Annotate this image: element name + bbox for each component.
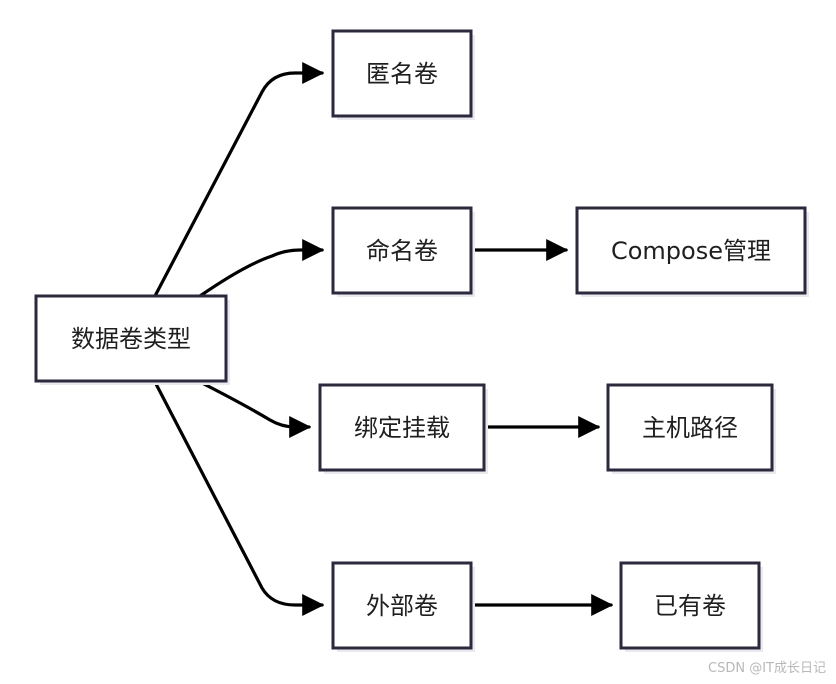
edge-root-named bbox=[198, 239, 325, 298]
node-external: 外部卷 bbox=[331, 561, 475, 652]
node-compose: Compose管理 bbox=[575, 206, 809, 297]
node-host-path: 主机路径 bbox=[606, 383, 776, 474]
edge-root-bind bbox=[198, 380, 312, 438]
node-root: 数据卷类型 bbox=[34, 294, 230, 385]
node-host-path-label: 主机路径 bbox=[642, 414, 738, 442]
node-bind: 绑定挂载 bbox=[318, 383, 488, 474]
edge-root-external bbox=[153, 380, 325, 616]
edge-root-anonymous bbox=[153, 62, 325, 298]
node-named-label: 命名卷 bbox=[366, 237, 438, 265]
node-named: 命名卷 bbox=[331, 206, 475, 297]
node-anonymous-label: 匿名卷 bbox=[366, 60, 438, 88]
node-existing-label: 已有卷 bbox=[654, 592, 726, 620]
node-anonymous: 匿名卷 bbox=[331, 29, 475, 120]
node-external-label: 外部卷 bbox=[366, 592, 438, 620]
node-existing: 已有卷 bbox=[619, 561, 763, 652]
node-root-label: 数据卷类型 bbox=[71, 325, 191, 353]
watermark-text: CSDN @IT成长日记 bbox=[708, 661, 826, 676]
node-bind-label: 绑定挂载 bbox=[354, 414, 450, 442]
node-compose-label: Compose管理 bbox=[611, 237, 771, 265]
